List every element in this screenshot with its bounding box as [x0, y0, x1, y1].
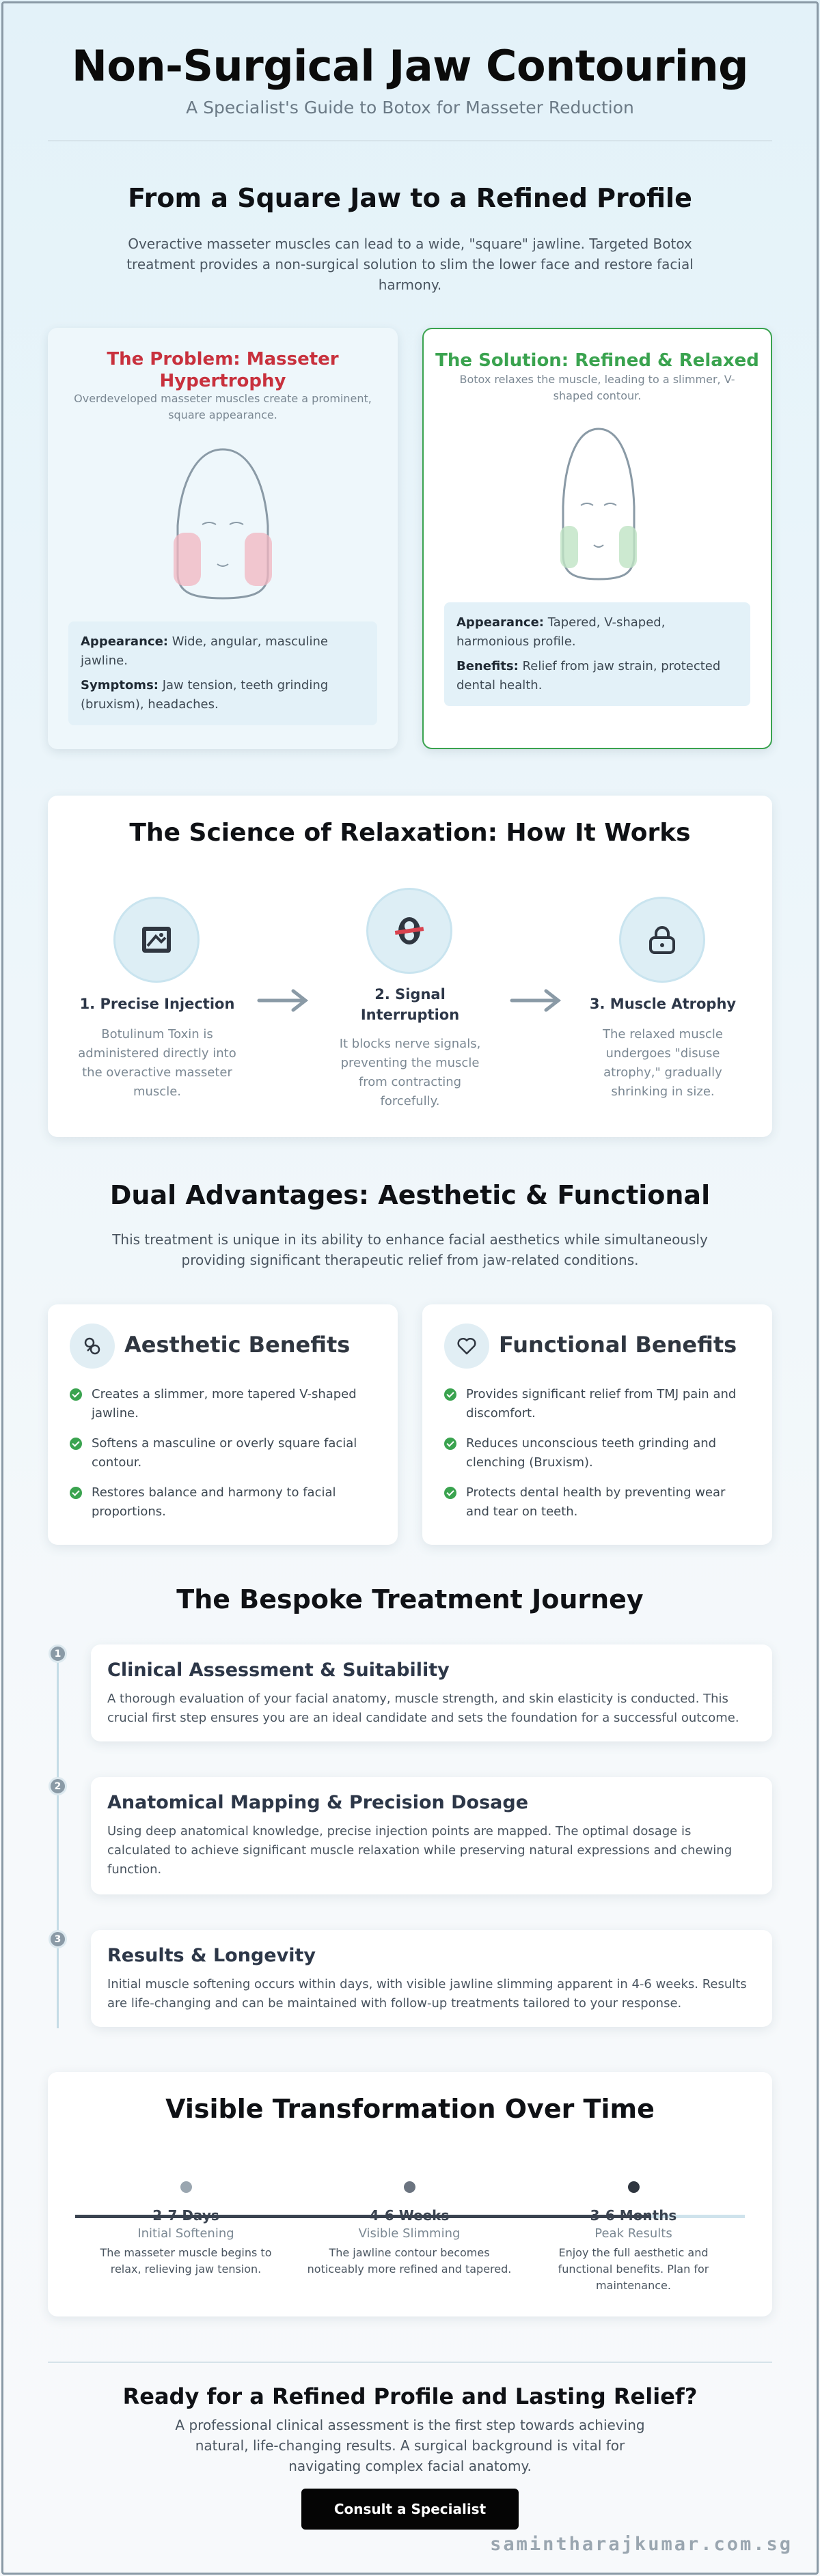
milestone-dot: [180, 2181, 192, 2193]
journey-step-title: Results & Longevity: [107, 1945, 316, 1966]
journey-step-card: Anatomical Mapping & Precision Dosage Us…: [91, 1777, 772, 1894]
check-icon: [70, 1438, 82, 1450]
journey-step-card: Results & Longevity Initial muscle softe…: [91, 1930, 772, 2027]
milestone: 3-6 Months Peak Results Enjoy the full a…: [531, 2207, 736, 2294]
divider: [48, 2362, 772, 2363]
milestone-dot: [404, 2181, 415, 2193]
milestone-phase: Visible Slimming: [358, 2226, 461, 2241]
heart-icon: [444, 1324, 489, 1369]
step-number-badge: 3: [49, 1930, 67, 1948]
symptoms-label: Symptoms:: [81, 678, 159, 692]
solution-card: The Solution: Refined & Relaxed Botox re…: [422, 328, 772, 749]
step-title: 3. Muscle Atrophy: [589, 996, 737, 1012]
milestone-period: 4-6 Weeks: [369, 2207, 450, 2224]
problem-card: The Problem: Masseter Hypertrophy Overde…: [48, 328, 398, 749]
aesthetic-benefits-card: Aesthetic Benefits Creates a slimmer, mo…: [48, 1304, 398, 1545]
milestone-period: 2-7 Days: [152, 2207, 219, 2224]
intro-title: From a Square Jaw to a Refined Profile: [128, 183, 692, 213]
list-item: Creates a slimmer, more tapered V-shaped…: [70, 1385, 370, 1423]
journey-step-card: Clinical Assessment & Suitability A thor…: [91, 1644, 772, 1741]
advantages-text: This treatment is unique in its ability …: [112, 1231, 708, 1268]
science-title: The Science of Relaxation: How It Works: [129, 819, 691, 847]
arrow-right-icon: [257, 989, 309, 1012]
milestone-phase: Initial Softening: [137, 2226, 234, 2241]
milestone-phase: Peak Results: [594, 2226, 672, 2241]
solution-subtitle: Botox relaxes the muscle, leading to a s…: [459, 373, 735, 402]
journey-step-title: Clinical Assessment & Suitability: [107, 1660, 450, 1681]
step-title: 2. Signal Interruption: [360, 986, 460, 1023]
list-item: Restores balance and harmony to facial p…: [70, 1483, 370, 1522]
step-title: 1. Precise Injection: [79, 996, 235, 1012]
milestone-desc: Enjoy the full aesthetic and functional …: [558, 2246, 709, 2292]
science-section: The Science of Relaxation: How It Works …: [48, 796, 772, 1137]
milestone-desc: The jawline contour becomes noticeably m…: [307, 2246, 512, 2276]
journey-timeline-line: [57, 1656, 59, 2028]
aesthetic-title: Aesthetic Benefits: [124, 1332, 351, 1358]
check-icon: [444, 1438, 456, 1450]
functional-list: Provides significant relief from TMJ pai…: [444, 1385, 745, 1532]
problem-title: The Problem: Masseter Hypertrophy: [107, 349, 339, 391]
progress-fill: [75, 2215, 651, 2218]
page-title: Non-Surgical Jaw Contouring: [71, 41, 749, 91]
solution-info: Appearance: Tapered, V-shaped, harmoniou…: [444, 602, 750, 706]
journey-step-desc: Initial muscle softening occurs within d…: [107, 1977, 747, 2011]
syringe-icon: [113, 897, 200, 983]
watermark: samintharajkumar.com.sg: [490, 2534, 793, 2555]
journey-step-desc: Using deep anatomical knowledge, precise…: [107, 1824, 733, 1877]
step-desc: The relaxed muscle undergoes "disuse atr…: [603, 1027, 723, 1099]
list-item: Reduces unconscious teeth grinding and c…: [444, 1434, 745, 1472]
appearance-label: Appearance:: [456, 615, 544, 630]
milestone-period: 3-6 Months: [590, 2207, 677, 2224]
problem-info: Appearance: Wide, angular, masculine jaw…: [68, 621, 377, 725]
signal-block-icon: [366, 888, 452, 974]
functional-benefits-card: Functional Benefits Provides significant…: [422, 1304, 772, 1545]
step-number-badge: 1: [49, 1644, 67, 1663]
list-item: Provides significant relief from TMJ pai…: [444, 1385, 745, 1423]
arrow-right-icon: [510, 989, 562, 1012]
step-desc: It blocks nerve signals, preventing the …: [339, 1037, 481, 1108]
palette-icon: [70, 1324, 115, 1369]
milestone-dot: [628, 2181, 640, 2193]
appearance-text: Wide, angular, masculine jawline.: [81, 634, 328, 668]
problem-subtitle: Overdeveloped masseter muscles create a …: [74, 392, 372, 421]
step-desc: Botulinum Toxin is administered directly…: [78, 1027, 236, 1099]
v-shaped-jaw-illustration: [560, 428, 637, 580]
milestone: 4-6 Weeks Visible Slimming The jawline c…: [307, 2207, 512, 2278]
square-jaw-illustration: [174, 448, 272, 600]
list-item: Softens a masculine or overly square fac…: [70, 1434, 370, 1472]
journey-title: The Bespoke Treatment Journey: [176, 1584, 644, 1614]
journey-step-title: Anatomical Mapping & Precision Dosage: [107, 1792, 529, 1813]
transformation-title: Visible Transformation Over Time: [165, 2094, 655, 2124]
milestone-desc: The masseter muscle begins to relax, rel…: [100, 2246, 272, 2276]
advantages-title: Dual Advantages: Aesthetic & Functional: [109, 1180, 711, 1210]
appearance-text: Tapered, V-shaped, harmonious profile.: [456, 615, 666, 649]
symptoms-text: Jaw tension, teeth grinding (bruxism), h…: [81, 678, 329, 712]
benefits-text: Relief from jaw strain, protected dental…: [456, 659, 721, 692]
aesthetic-list: Creates a slimmer, more tapered V-shaped…: [70, 1385, 370, 1532]
functional-title: Functional Benefits: [499, 1332, 737, 1358]
unlock-icon: [619, 897, 705, 983]
benefits-label: Benefits:: [456, 659, 519, 673]
divider: [48, 140, 772, 141]
cta-text: A professional clinical assessment is th…: [175, 2417, 645, 2474]
solution-title: The Solution: Refined & Relaxed: [435, 350, 759, 371]
appearance-label: Appearance:: [81, 634, 168, 649]
check-icon: [444, 1487, 456, 1499]
journey-step-desc: A thorough evaluation of your facial ana…: [107, 1692, 739, 1725]
check-icon: [70, 1487, 82, 1499]
list-item: Protects dental health by preventing wea…: [444, 1483, 745, 1522]
intro-text: Overactive masseter muscles can lead to …: [126, 236, 694, 293]
transformation-section: Visible Transformation Over Time: [48, 2072, 772, 2316]
check-icon: [70, 1388, 82, 1401]
step-number-badge: 2: [49, 1777, 67, 1795]
page-subtitle: A Specialist's Guide to Botox for Masset…: [186, 98, 634, 117]
milestone: 2-7 Days Initial Softening The masseter …: [83, 2207, 288, 2278]
check-icon: [444, 1388, 456, 1401]
consult-specialist-button[interactable]: Consult a Specialist: [301, 2489, 519, 2530]
cta-title: Ready for a Refined Profile and Lasting …: [122, 2383, 698, 2409]
